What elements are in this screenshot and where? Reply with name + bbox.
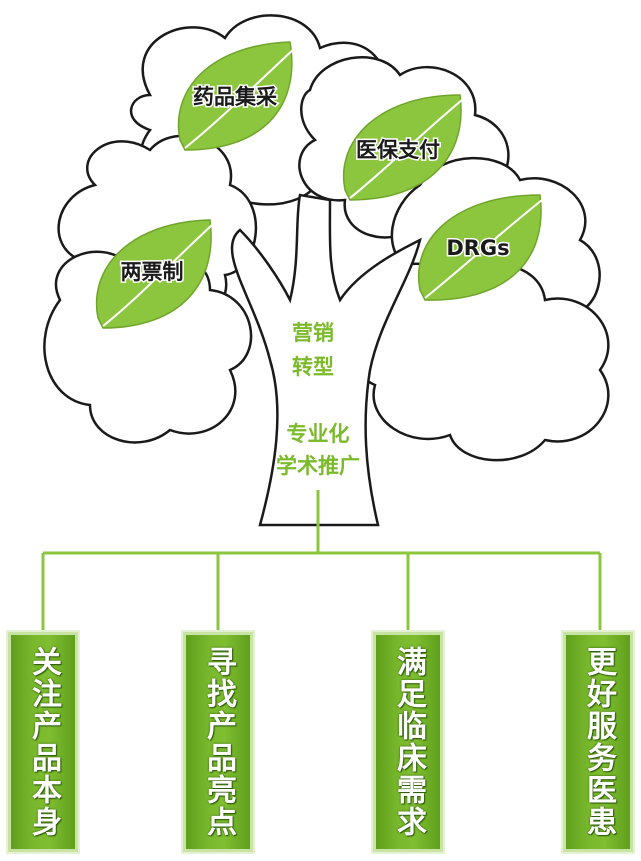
leaf-icon <box>417 194 542 301</box>
leaf-label: DRGs <box>446 236 509 260</box>
leaf-drgs: DRGs <box>417 194 543 301</box>
leaf-label: 两票制 <box>121 260 184 284</box>
trunk-label-line1: 营销 <box>292 321 334 345</box>
trunk-label-line2: 转型 <box>292 355 334 379</box>
leaf-label: 医保支付 <box>356 138 440 162</box>
box-label: 寻找产品亮点 <box>201 646 236 838</box>
leaf-icon <box>342 94 462 201</box>
leaf-medical-insurance: 医保支付 <box>342 94 463 201</box>
leaf-drug-procurement: 药品集采 <box>177 41 296 151</box>
trunk-label-line3: 专业化 <box>287 422 350 446</box>
leaf-icon <box>95 219 212 329</box>
box-label: 关注产品本身 <box>26 646 61 838</box>
box-clinical-needs: 满足临床需求 <box>373 632 443 852</box>
leaf-two-invoice: 两票制 <box>95 219 213 329</box>
trunk-label-line4: 学术推广 <box>276 454 360 478</box>
box-label: 更好服务医患 <box>581 646 616 838</box>
box-focus-product: 关注产品本身 <box>8 632 78 852</box>
leaf-icon <box>177 41 293 151</box>
tree-trunk <box>230 193 422 527</box>
box-find-highlights: 寻找产品亮点 <box>183 632 253 852</box>
leaf-label: 药品集采 <box>193 85 277 109</box>
box-serve-patients: 更好服务医患 <box>563 632 633 852</box>
connector-lines <box>41 490 602 632</box>
box-label: 满足临床需求 <box>391 646 426 838</box>
